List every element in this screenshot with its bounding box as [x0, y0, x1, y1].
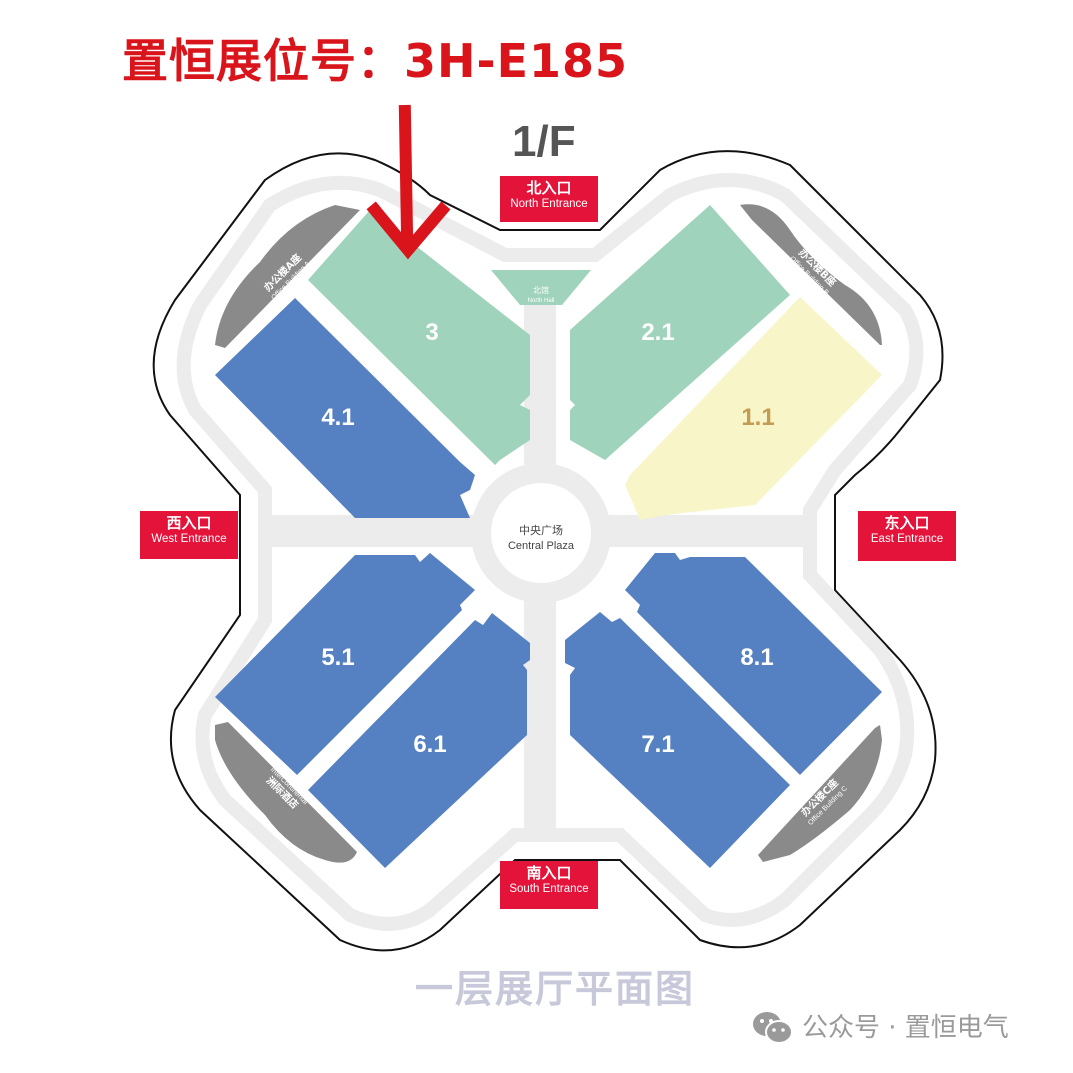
- central-plaza[interactable]: [491, 483, 591, 583]
- booth-number-headline: 置恒展位号：3H-E185: [122, 34, 629, 88]
- floor-label: 1/F: [512, 117, 576, 166]
- north-entrance-zh: 北入口: [526, 179, 572, 197]
- hall-8-1[interactable]: [625, 553, 882, 775]
- intercontinental-hotel[interactable]: [215, 722, 357, 863]
- wechat-account-label: 公众号 · 置恒电气: [802, 1013, 1009, 1043]
- west-entrance-en: West Entrance: [151, 533, 227, 545]
- office-building-a[interactable]: [215, 205, 360, 348]
- wechat-icon: [752, 1010, 794, 1046]
- hall-6-1-label: 6.1: [413, 731, 446, 758]
- east-entrance-zh: 东入口: [884, 514, 930, 532]
- east-entrance[interactable]: 东入口 East Entrance: [858, 511, 956, 561]
- office-building-c[interactable]: [758, 725, 882, 862]
- hall-1-1-label: 1.1: [741, 404, 774, 431]
- hall-2-1[interactable]: [570, 205, 790, 460]
- walkway-ring: [176, 173, 924, 931]
- floor-plan-title: 一层展厅平面图: [415, 967, 696, 1011]
- north-entrance-en: North Entrance: [510, 198, 588, 210]
- north-hall[interactable]: [491, 270, 591, 305]
- plaza-label-zh: 中央广场: [519, 523, 563, 537]
- west-entrance-zh: 西入口: [166, 514, 212, 532]
- plaza-label-en: Central Plaza: [508, 540, 575, 552]
- hall-3-label: 3: [425, 319, 438, 346]
- hall-5-1-label: 5.1: [321, 644, 354, 671]
- west-entrance[interactable]: 西入口 West Entrance: [140, 511, 238, 559]
- hall-5-1[interactable]: [215, 553, 475, 775]
- hall-8-1-label: 8.1: [740, 644, 773, 671]
- north-entrance[interactable]: 北入口 North Entrance: [500, 176, 598, 222]
- hall-3[interactable]: [308, 210, 530, 465]
- hall-4-1-label: 4.1: [321, 404, 354, 431]
- south-entrance-zh: 南入口: [526, 864, 572, 882]
- booth-arrow-icon: [366, 104, 451, 260]
- north-hall-label-en: North Hall: [528, 298, 555, 304]
- east-entrance-en: East Entrance: [870, 533, 944, 545]
- hall-1-1[interactable]: [625, 297, 882, 520]
- south-entrance[interactable]: 南入口 South Entrance: [500, 861, 598, 909]
- hall-6-1[interactable]: [308, 613, 530, 868]
- wechat-account[interactable]: 公众号 · 置恒电气: [752, 1010, 1009, 1046]
- office-building-b[interactable]: [740, 204, 882, 345]
- hall-2-1-label: 2.1: [641, 319, 674, 346]
- hall-4-1[interactable]: [215, 298, 475, 518]
- hall-7-1-label: 7.1: [641, 731, 674, 758]
- north-hall-label-zh: 北馆: [533, 285, 549, 295]
- hall-7-1[interactable]: [565, 612, 790, 868]
- south-entrance-en: South Entrance: [509, 883, 589, 895]
